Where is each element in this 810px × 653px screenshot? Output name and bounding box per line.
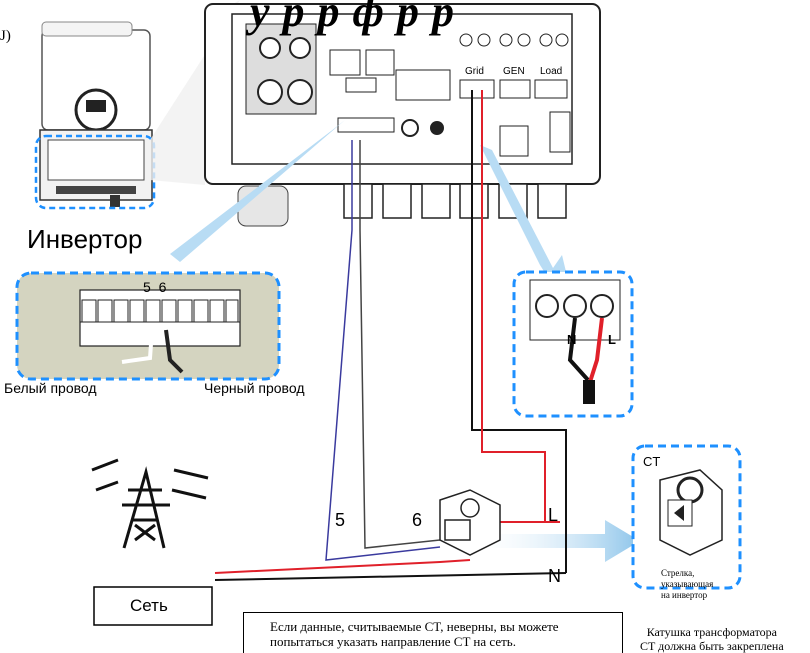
inverter-panel: [204, 3, 601, 227]
ct-callout: [631, 444, 742, 590]
power-tower-icon: [91, 458, 209, 549]
inverter-label: Инвертор: [27, 224, 143, 254]
wire-number-5: 5: [335, 510, 346, 530]
ct-label: CT: [643, 454, 661, 469]
terminal-label-grid: Grid: [465, 66, 484, 77]
inverter-thumbnail: [34, 21, 156, 210]
line-label-l: L: [548, 505, 559, 525]
wire-5: [325, 140, 441, 561]
terminal-label-gen: GEN: [503, 66, 525, 77]
bottom-right-note: Катушка трансформатора CT должна быть за…: [640, 625, 784, 653]
pin-numbers: 5 6: [143, 279, 167, 295]
wire-grid-n: [214, 572, 567, 581]
ct-sensor: [439, 489, 501, 556]
wire-number-6: 6: [412, 510, 423, 530]
terminal-block-callout: [15, 271, 281, 381]
black-wire-label: Черный провод: [204, 380, 305, 396]
page-title: у р р ф р р: [250, 0, 456, 36]
callout-n-label: N: [567, 332, 577, 347]
wire-n: [471, 90, 567, 573]
wire-l: [481, 90, 546, 522]
arrow-to-ct-callout: [480, 520, 640, 562]
line-label-n: N: [548, 566, 561, 586]
ct-arrow-note: Стрелка, указывающая на инвертор: [661, 568, 714, 600]
zoom-funnel: [150, 0, 240, 185]
callout-l-label: L: [608, 332, 616, 347]
arrow-to-grid-callout: [480, 145, 568, 280]
white-wire-label: Белый провод: [4, 380, 97, 396]
grid-label: Сеть: [130, 596, 168, 615]
terminal-label-load: Load: [540, 66, 563, 77]
wire-6: [359, 140, 441, 549]
grid-box: [93, 586, 213, 626]
wire-grid-l: [214, 559, 471, 574]
grid-terminal-callout: [512, 270, 634, 418]
arrow-to-terminal-callout: [170, 120, 345, 262]
corner-fragment: J): [0, 28, 11, 44]
bottom-note: Если данные, считываемые CT, неверны, вы…: [243, 612, 623, 653]
